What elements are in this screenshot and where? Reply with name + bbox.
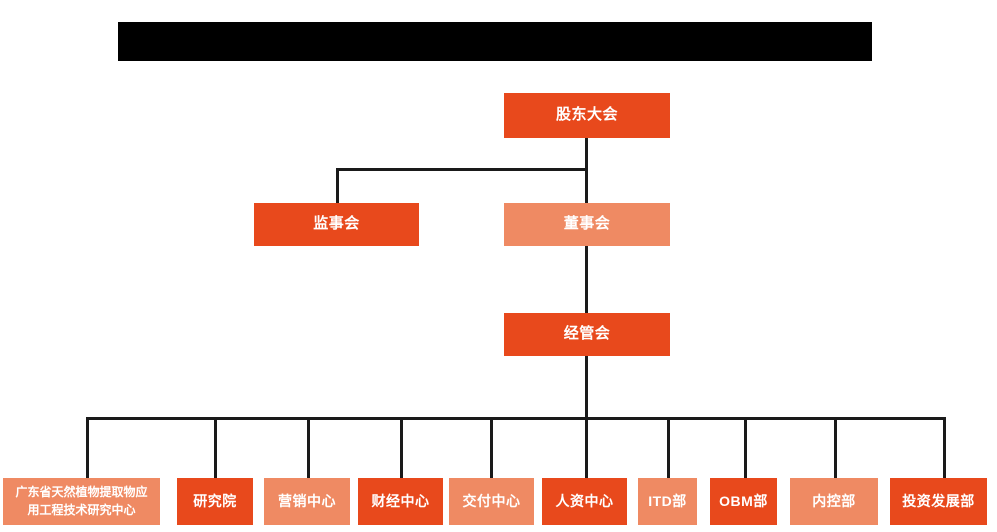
connector-to-department-3 — [307, 417, 310, 478]
connector-to-department-1 — [86, 417, 89, 478]
node-department-hr-center-label: 人资中心 — [555, 492, 614, 509]
node-department-investment-development[interactable]: 投资发展部 — [890, 478, 987, 525]
connector-shareholders-down — [585, 138, 588, 170]
node-department-marketing-center-label: 营销中心 — [278, 492, 336, 509]
connector-management-down — [585, 355, 588, 419]
node-department-research-institute-label: 研究院 — [193, 492, 237, 509]
connector-to-department-7 — [667, 417, 670, 478]
connector-to-department-6 — [585, 417, 588, 478]
connector-to-supervisors — [336, 168, 339, 203]
node-management-committee[interactable]: 经管会 — [504, 313, 670, 356]
node-department-finance-center-label: 财经中心 — [371, 492, 430, 509]
node-board-of-directors-label: 董事会 — [563, 215, 611, 233]
node-department-marketing-center[interactable]: 营销中心 — [264, 478, 350, 525]
node-department-delivery-center-label: 交付中心 — [462, 492, 521, 509]
connector-to-directors — [585, 168, 588, 203]
redacted-title-bar — [118, 22, 872, 61]
connector-to-department-10 — [943, 417, 946, 478]
node-board-of-directors[interactable]: 董事会 — [504, 203, 670, 246]
node-department-research-institute[interactable]: 研究院 — [177, 478, 253, 525]
connector-to-department-9 — [834, 417, 837, 478]
node-shareholders-meeting[interactable]: 股东大会 — [504, 93, 670, 138]
connector-directors-to-management — [585, 245, 588, 313]
connector-to-department-8 — [744, 417, 747, 478]
node-department-delivery-center[interactable]: 交付中心 — [449, 478, 534, 525]
node-department-itd-label: ITD部 — [648, 492, 687, 509]
node-department-label-line1: 广东省天然植物提取物应 — [15, 485, 148, 500]
connector-to-department-5 — [490, 417, 493, 478]
connector-departments-bus — [86, 417, 946, 420]
node-department-finance-center[interactable]: 财经中心 — [358, 478, 443, 525]
node-department-label-line2: 用工程技术研究中心 — [27, 502, 136, 517]
node-board-of-supervisors-label: 监事会 — [313, 215, 360, 233]
connector-to-department-4 — [400, 417, 403, 478]
node-department-obm[interactable]: OBM部 — [710, 478, 777, 525]
node-department-internal-control-label: 内控部 — [812, 492, 856, 509]
connector-to-department-2 — [214, 417, 217, 478]
node-department-research-center-label: 广东省天然植物提取物应 用工程技术研究中心 — [3, 484, 160, 519]
node-shareholders-meeting-label: 股东大会 — [555, 106, 618, 124]
node-department-internal-control[interactable]: 内控部 — [790, 478, 878, 525]
node-department-investment-development-label: 投资发展部 — [902, 492, 975, 509]
node-board-of-supervisors[interactable]: 监事会 — [254, 203, 419, 246]
node-department-obm-label: OBM部 — [719, 492, 768, 509]
node-department-research-center[interactable]: 广东省天然植物提取物应 用工程技术研究中心 — [3, 478, 160, 525]
node-department-hr-center[interactable]: 人资中心 — [542, 478, 627, 525]
connector-level2-bus — [336, 168, 588, 171]
node-management-committee-label: 经管会 — [563, 325, 611, 343]
node-department-itd[interactable]: ITD部 — [638, 478, 697, 525]
